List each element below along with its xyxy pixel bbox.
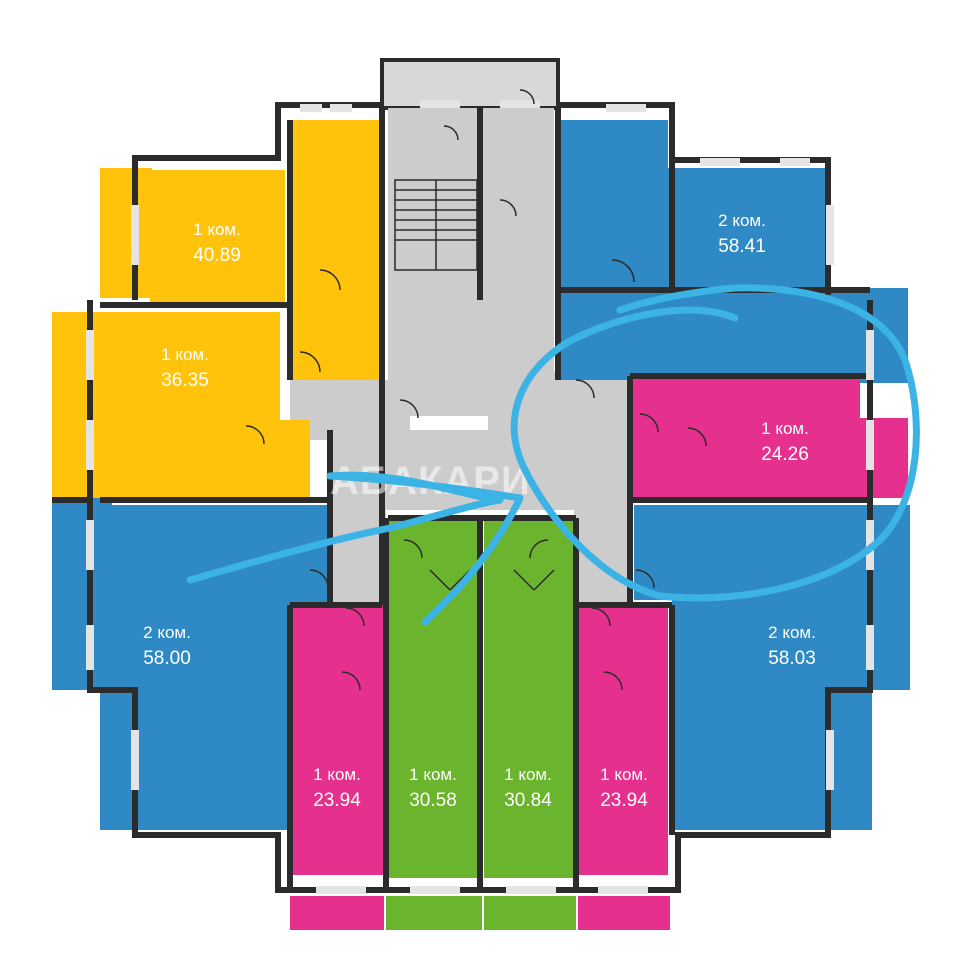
apt-pink-bottom-right-rooms: 1 ком. [600,765,648,784]
apt-yellow-top-area: 40.89 [193,245,241,266]
apt-blue-right-shape [634,505,910,830]
apt-blue-right-rooms: 2 ком. [768,623,816,642]
apt-blue-right-area: 58.03 [768,648,816,669]
apt-pink-bottom-right-shape [578,605,670,930]
apt-pink-bottom-left-rooms: 1 ком. [313,765,361,784]
apt-yellow-mid-rooms: 1 ком. [161,345,209,364]
apt-green-right-shape [484,518,576,930]
apt-blue-left-area: 58.00 [143,648,191,669]
apt-pink-bottom-right-area: 23.94 [600,790,648,811]
apt-pink-right-shape [628,378,908,498]
walls [52,102,873,893]
apt-pink-right-area: 24.26 [761,444,809,465]
apt-yellow-mid-shape [52,312,382,498]
apt-yellow-mid-area: 36.35 [161,370,209,391]
apt-blue-top-right-rooms: 2 ком. [718,211,766,230]
apt-blue-top-right-shape [558,120,908,383]
apt-blue-left-rooms: 2 ком. [143,623,191,642]
apt-pink-bottom-left-shape [290,605,384,930]
marker-arrow [186,471,524,626]
apt-yellow-top-rooms: 1 ком. [193,220,241,239]
marker-circle [510,284,920,602]
staircase [394,179,478,271]
apartment-labels: 1 ком. 40.89 1 ком. 36.35 2 ком. 58.41 1… [143,211,816,811]
marker-annotation [186,284,920,626]
apt-blue-top-right-area: 58.41 [718,236,766,257]
apt-green-right-area: 30.84 [504,790,552,811]
door-swings [245,89,707,691]
apt-green-left-rooms: 1 ком. [409,765,457,784]
apt-pink-right-rooms: 1 ком. [761,419,809,438]
apt-yellow-top-shape [100,120,382,340]
apt-green-right-rooms: 1 ком. [504,765,552,784]
apt-green-left-area: 30.58 [409,790,457,811]
apt-pink-bottom-left-area: 23.94 [313,790,361,811]
